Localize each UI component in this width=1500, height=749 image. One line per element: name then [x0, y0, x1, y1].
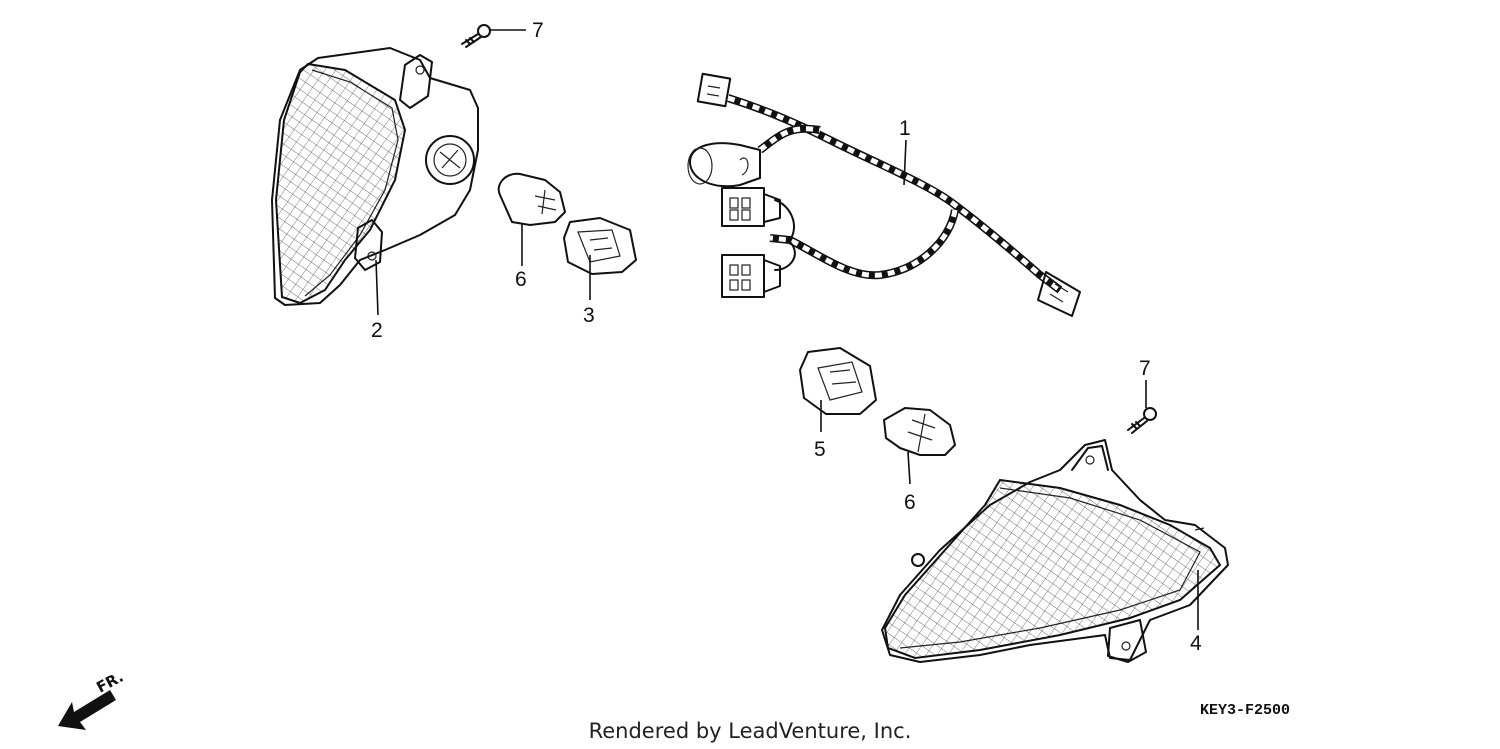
callout-1: 1 [899, 117, 911, 140]
wire-harness[interactable] [687, 72, 1081, 317]
leader-lines [375, 29, 1199, 630]
socket-top[interactable] [563, 217, 637, 275]
socket-bottom[interactable] [799, 347, 877, 415]
footer-credit: Rendered by LeadVenture, Inc. [589, 719, 912, 743]
diagram-code: KEY3-F2500 [1200, 702, 1290, 719]
screw-top[interactable] [461, 24, 491, 48]
front-right-winker-lens[interactable] [881, 439, 1229, 663]
callout-4: 4 [1190, 632, 1202, 655]
callout-6-top: 6 [515, 268, 527, 291]
callout-7-bottom: 7 [1139, 357, 1151, 380]
direction-label: FR. [93, 668, 126, 697]
callout-6-bottom: 6 [904, 491, 916, 514]
callout-2: 2 [371, 319, 383, 342]
bulb-top[interactable] [497, 172, 566, 226]
callout-3: 3 [583, 304, 595, 327]
callout-7-top: 7 [532, 19, 544, 42]
screw-bottom[interactable] [1127, 407, 1157, 434]
front-left-winker-lens[interactable] [271, 47, 479, 306]
callout-5: 5 [814, 438, 826, 461]
bulb-bottom[interactable] [883, 407, 956, 456]
front-direction-arrow: FR. [58, 668, 126, 730]
